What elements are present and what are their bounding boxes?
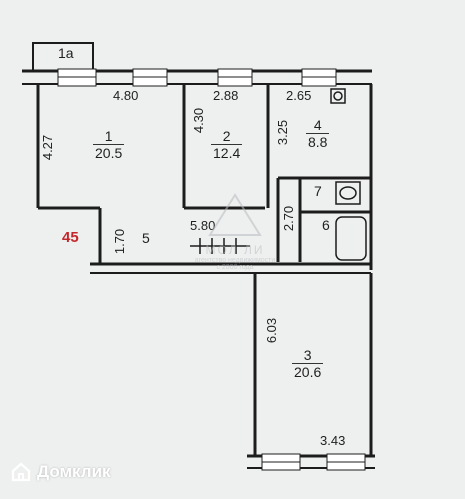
room-1a-label: 1а [58, 45, 74, 61]
dimension-3-25: 3.25 [275, 119, 291, 146]
domclick-logo: Домклик [10, 458, 111, 486]
watermark-line1: агентство недвижимости [194, 257, 276, 264]
marker-45: 45 [62, 229, 79, 246]
watermark-name: МОЛ ЛИ [205, 243, 265, 257]
dimension-3-43: 3.43 [320, 433, 346, 448]
bathtub-fixture [335, 216, 367, 261]
dimension-2-65: 2.65 [286, 88, 312, 103]
room-7-label: 7 [314, 183, 322, 199]
dimension-1-70: 1.70 [112, 228, 128, 255]
room-5-label: 5 [142, 230, 150, 246]
dimension-4-27: 4.27 [40, 134, 56, 161]
sink-fixture [339, 186, 357, 200]
watermark: МОЛ ЛИ агентство недвижимости с 2000 год… [170, 180, 300, 310]
dimension-4-80: 4.80 [113, 88, 139, 103]
stove-fixture [330, 88, 346, 104]
watermark-icon [208, 193, 262, 236]
room-4-label: 4 8.8 [306, 117, 330, 151]
dimension-5-80: 5.80 [190, 218, 216, 233]
room-1-label: 1 20.5 [93, 128, 125, 162]
toilet-fixture [335, 181, 361, 205]
dimension-4-30: 4.30 [191, 107, 207, 134]
dimension-6-03: 6.03 [264, 317, 280, 344]
room-2-label: 2 12.4 [211, 128, 243, 162]
house-icon [11, 462, 31, 482]
dimension-2-88: 2.88 [213, 88, 239, 103]
brand-name: Домклик [37, 462, 111, 481]
room-3-label: 3 20.6 [292, 347, 324, 381]
room-6-label: 6 [322, 217, 330, 233]
watermark-line2: с 2000 года [216, 264, 254, 271]
